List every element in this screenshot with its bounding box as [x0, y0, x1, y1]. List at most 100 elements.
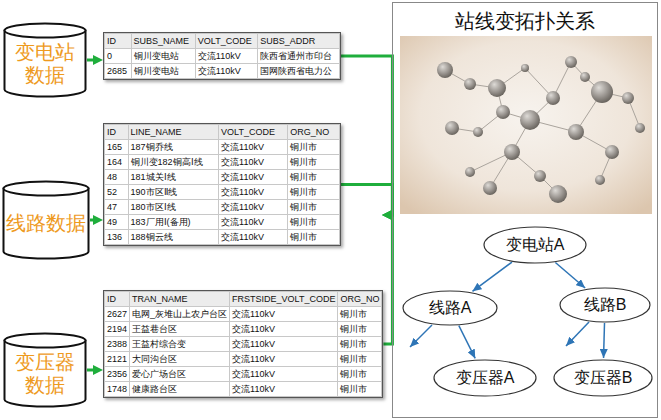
database-cylinder: 线路数据 [2, 180, 90, 260]
tree-arrow [472, 262, 512, 291]
table-cell: 187铜乔线 [128, 140, 219, 155]
table-cell: ORG_NO [288, 125, 340, 140]
flow-arrow [341, 56, 392, 215]
table-cell: 交流110kV [230, 322, 338, 337]
topology-ellipse: 线路A [402, 290, 498, 326]
database-cylinder: 变压器数据 [3, 332, 87, 408]
network-graphic [464, 78, 476, 90]
table-cell: 健康路台区 [130, 382, 230, 397]
network-graphic [546, 91, 560, 105]
topology-ellipse: 变压器A [433, 359, 537, 397]
data-table: IDLINE_NAMEVOLT_CODEORG_NO165187铜乔线交流110… [103, 123, 341, 246]
table-cell: 交流110kV [219, 215, 288, 230]
cylinder-top [5, 24, 86, 38]
ellipse-shape [434, 360, 536, 396]
cylinder-body [5, 31, 86, 97]
table-grid: IDSUBS_NAMEVOLT_CODESUBS_ADDR0铜川变电站交流110… [104, 33, 340, 79]
table-cell: 181城关Ⅰ线 [128, 170, 219, 185]
network-graphic [549, 185, 567, 203]
table-cell: 交流110kV [195, 64, 257, 79]
cylinder-top [4, 182, 89, 196]
cylinder-body [5, 341, 86, 407]
topology-ellipse: 变压器B [553, 359, 653, 397]
table-cell: 铜川变182铜高Ⅰ线 [128, 155, 219, 170]
table-cell: 交流110kV [219, 200, 288, 215]
network-graphic [580, 72, 590, 82]
table-cell: 1748 [105, 382, 130, 397]
table-cell: 铜川市 [338, 352, 382, 367]
ellipse-shape [560, 288, 650, 322]
tree-arrow [555, 262, 585, 287]
table-cell: 铜川市 [288, 185, 340, 200]
branch-arrow [410, 325, 432, 347]
table-cell: SUBS_NAME [131, 34, 195, 49]
network-graphic [521, 64, 529, 72]
table-cell: 交流110kV [195, 49, 257, 64]
network-graphic [534, 170, 546, 182]
network-graphic [591, 81, 613, 103]
table-cell: 183厂用Ⅰ(备用) [128, 215, 219, 230]
network-graphic [437, 62, 453, 78]
node-label: 线路B [584, 295, 627, 316]
topology-ellipse: 变电站A [483, 226, 587, 264]
table-cell: 铜川市 [288, 215, 340, 230]
table-cell: 铜川市 [338, 307, 382, 322]
network-graphic [473, 127, 483, 137]
network-graphic [565, 56, 577, 68]
table-cell: 交流110kV [219, 230, 288, 245]
network-graphic [445, 121, 459, 135]
tree-arrow [459, 326, 475, 359]
table-cell: 交流110kV [219, 140, 288, 155]
topology-panel: 站线变拓扑关系变电站A线路A线路B变压器A变压器B [392, 2, 658, 418]
table-cell: FRSTSIDE_VOLT_CODE [230, 292, 338, 307]
network-graphic [488, 79, 506, 97]
network-graphic [496, 105, 510, 119]
table-cell: 2685 [105, 64, 132, 79]
node-label: 变压器B [574, 368, 633, 389]
table-cell: 交流110kV [230, 307, 338, 322]
table-cell: 铜川市 [338, 337, 382, 352]
table-cell: 大同沟台区 [130, 352, 230, 367]
table-cell: 交流110kV [219, 170, 288, 185]
branch-arrow [566, 322, 589, 346]
flow-arrow [90, 219, 98, 222]
table-cell: 2121 [105, 352, 130, 367]
ellipse-shape [484, 227, 586, 263]
database-cylinder: 变电站数据 [3, 22, 87, 98]
table-cell: 180市区Ⅰ线 [128, 200, 219, 215]
table-cell: 164 [105, 155, 129, 170]
table-cell: 136 [105, 230, 129, 245]
table-cell: 王益村综合变 [130, 337, 230, 352]
network-graphic [520, 110, 540, 130]
flow-arrow [87, 59, 98, 62]
table-cell: 165 [105, 140, 129, 155]
cylinder-body [4, 189, 89, 259]
table-cell: ID [105, 34, 132, 49]
table-cell: 国网陕西省电力公 [258, 64, 340, 79]
table-cell: 铜川市 [338, 382, 382, 397]
cylinder-top [5, 334, 86, 348]
table-cell: VOLT_CODE [219, 125, 288, 140]
table-cell: 47 [105, 200, 129, 215]
table-cell: 铜川市 [288, 140, 340, 155]
table-cell: 0 [105, 49, 132, 64]
source-label: 变电站数据 [13, 41, 77, 87]
network-graphic [504, 144, 520, 160]
table-cell: 铜川市 [288, 155, 340, 170]
network-graphic [465, 167, 475, 177]
table-cell: ORG_NO [338, 292, 382, 307]
table-cell: 铜川市 [338, 367, 382, 382]
table-cell: LINE_NAME [128, 125, 219, 140]
table-cell: 铜川市 [288, 170, 340, 185]
network-graphic [483, 181, 497, 195]
table-grid: IDTRAN_NAMEFRSTSIDE_VOLT_CODEORG_NO2627电… [104, 291, 382, 397]
table-cell: 爱心广场台区 [130, 367, 230, 382]
table-cell: 2356 [105, 367, 130, 382]
table-cell: TRAN_NAME [130, 292, 230, 307]
table-cell: 2194 [105, 322, 130, 337]
table-cell: 陕西省通州市印台 [258, 49, 340, 64]
table-cell: 交流110kV [230, 337, 338, 352]
node-label: 变电站A [506, 235, 565, 256]
table-cell: 交流110kV [230, 352, 338, 367]
table-cell: VOLT_CODE [195, 34, 257, 49]
